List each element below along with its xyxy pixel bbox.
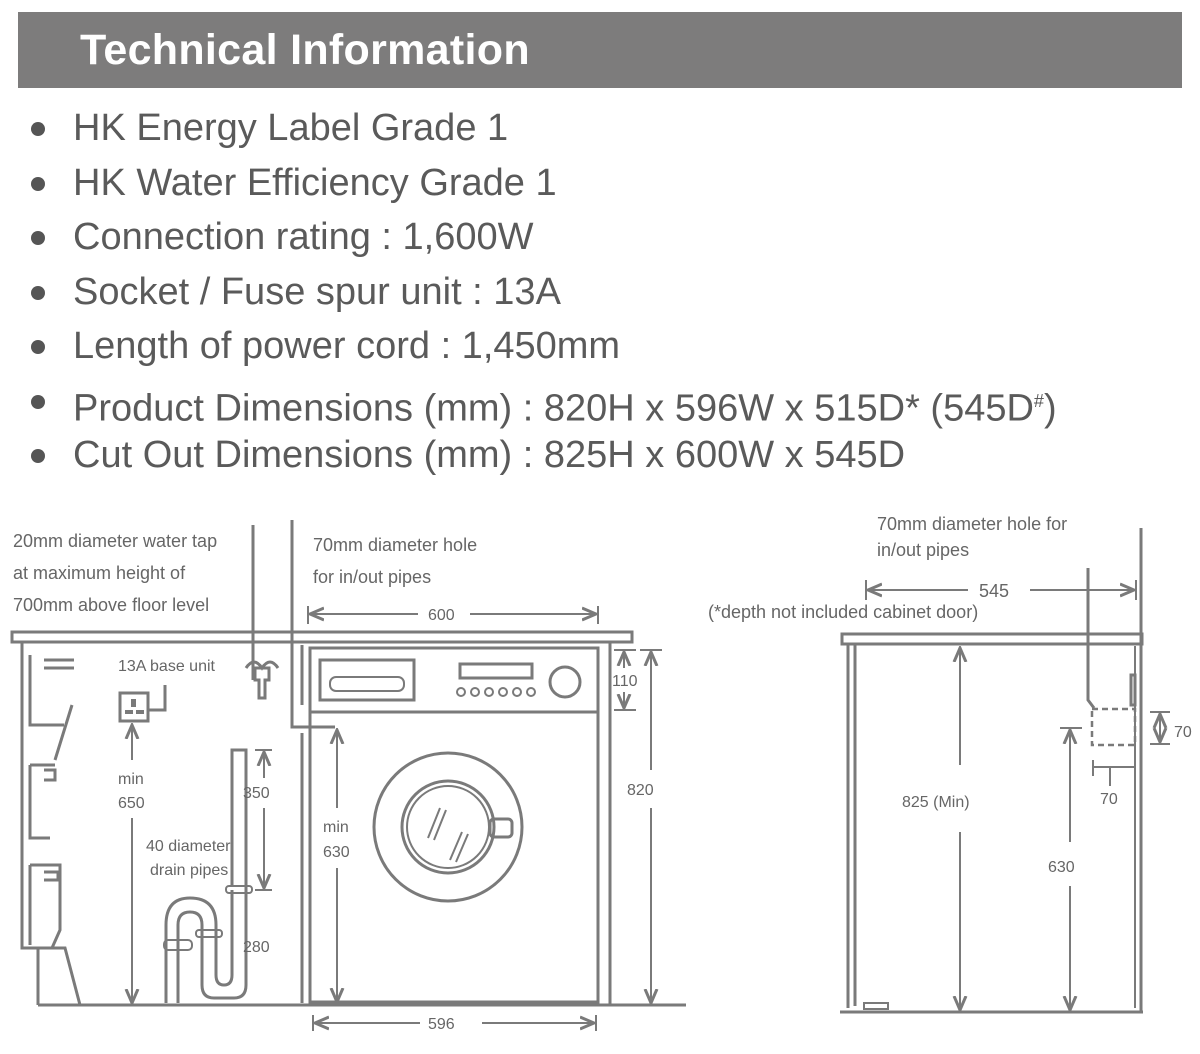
side-view-diagram: 70mm diameter hole for in/out pipes 545 … [708, 514, 1192, 1014]
water-tap-icon [244, 660, 280, 700]
svg-text:at maximum height of: at maximum height of [13, 563, 186, 583]
bullet-icon [31, 176, 45, 191]
socket-icon [118, 691, 150, 723]
spec-list: HK Energy Label Grade 1 HK Water Efficie… [0, 101, 1057, 483]
spec-item: HK Water Efficiency Grade 1 [0, 156, 1057, 211]
svg-text:min: min [118, 771, 144, 788]
front-view-diagram: 20mm diameter water tap at maximum heigh… [10, 520, 686, 1033]
svg-text:700mm above floor level: 700mm above floor level [13, 595, 209, 615]
spec-item: Socket / Fuse spur unit : 13A [0, 265, 1057, 320]
svg-text:650: 650 [118, 795, 145, 812]
pipe-line [1086, 568, 1096, 709]
drain-trap [164, 890, 248, 1003]
svg-text:820: 820 [627, 782, 654, 799]
washing-machine-front [308, 642, 612, 1005]
svg-text:825 (Min): 825 (Min) [902, 794, 970, 811]
section-title: Technical Information [80, 26, 530, 74]
countertop [10, 630, 634, 644]
left-cabinet [20, 642, 82, 1006]
svg-text:70: 70 [1174, 724, 1192, 741]
svg-text:630: 630 [1048, 859, 1075, 876]
bullet-icon [31, 449, 45, 463]
drawer-icon [28, 863, 62, 949]
display-panel [458, 662, 534, 680]
svg-text:20mm diameter water tap: 20mm diameter water tap [13, 531, 217, 551]
svg-text:350: 350 [243, 785, 270, 802]
bullet-icon [31, 285, 45, 300]
svg-text:70mm diameter hole: 70mm diameter hole [313, 535, 477, 555]
spec-item: Product Dimensions (mm) : 820H x 596W x … [0, 374, 1057, 429]
svg-text:280: 280 [243, 939, 270, 956]
back-bracket [1129, 673, 1137, 707]
standpipe [230, 748, 248, 890]
bullet-icon [31, 231, 45, 245]
spec-item: Cut Out Dimensions (mm) : 825H x 600W x … [0, 428, 1057, 483]
button-row [456, 687, 536, 697]
svg-text:13A base unit: 13A base unit [118, 658, 216, 675]
spec-item: Connection rating : 1,600W [0, 210, 1057, 265]
svg-text:min: min [323, 819, 349, 836]
bullet-icon [31, 394, 45, 409]
svg-text:(*depth not included cabinet d: (*depth not included cabinet door) [708, 602, 978, 622]
svg-text:545: 545 [979, 581, 1009, 601]
bullet-icon [31, 122, 45, 136]
section-header: Technical Information [18, 12, 1182, 88]
svg-text:600: 600 [428, 607, 455, 624]
pipe-hole-marker [290, 520, 335, 729]
detergent-drawer [318, 658, 416, 702]
svg-text:in/out pipes: in/out pipes [877, 540, 969, 560]
svg-text:630: 630 [323, 844, 350, 861]
side-countertop [840, 632, 1144, 646]
svg-text:70: 70 [1100, 791, 1118, 808]
dial-knob [548, 665, 582, 699]
svg-text:40 diameter: 40 diameter [146, 838, 231, 855]
door-ring [372, 751, 524, 903]
spec-item: HK Energy Label Grade 1 [0, 101, 1057, 156]
svg-text:drain pipes: drain pipes [150, 862, 228, 879]
svg-text:596: 596 [428, 1016, 455, 1033]
svg-text:70mm diameter hole for: 70mm diameter hole for [877, 514, 1067, 534]
drawer-icon [28, 763, 57, 840]
bullet-icon [31, 340, 45, 354]
svg-text:for in/out pipes: for in/out pipes [313, 567, 431, 587]
svg-text:110: 110 [612, 673, 638, 690]
pipe-hole-dashed [1090, 707, 1137, 747]
spec-item: Length of power cord : 1,450mm [0, 319, 1057, 374]
door-handle [488, 817, 514, 839]
drawer-icon [28, 655, 74, 761]
